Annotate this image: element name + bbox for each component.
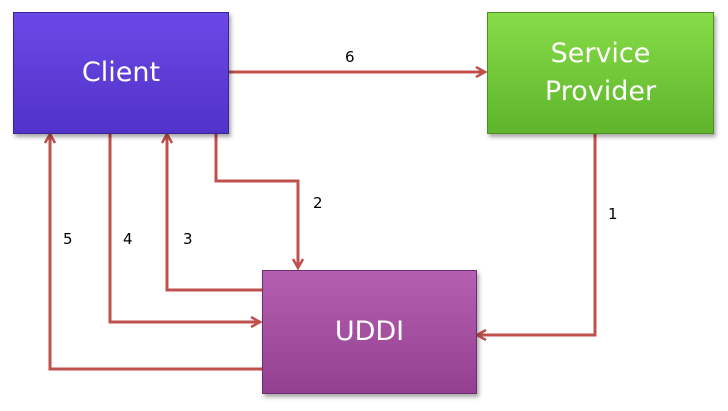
edge-3-arrow [167,134,262,292]
edge-6-label: 6 [345,48,355,66]
edge-1-arrow [477,132,597,335]
edge-3-label: 3 [183,230,193,248]
edge-4-label: 4 [123,230,133,248]
edge-5-label: 5 [63,230,73,248]
client-node: Client [13,12,229,134]
client-label: Client [81,57,161,88]
uddi-label: UDDI [334,316,405,347]
edge-2-arrow [214,132,298,268]
edge-5-arrow [50,134,262,371]
service-provider-label: Service Provider [544,38,657,107]
edge-2-label: 2 [313,194,323,212]
edge-4-arrow [108,132,260,322]
edge-1-label: 1 [608,205,618,223]
service-provider-node: Service Provider [487,12,714,134]
uddi-node: UDDI [262,270,477,394]
